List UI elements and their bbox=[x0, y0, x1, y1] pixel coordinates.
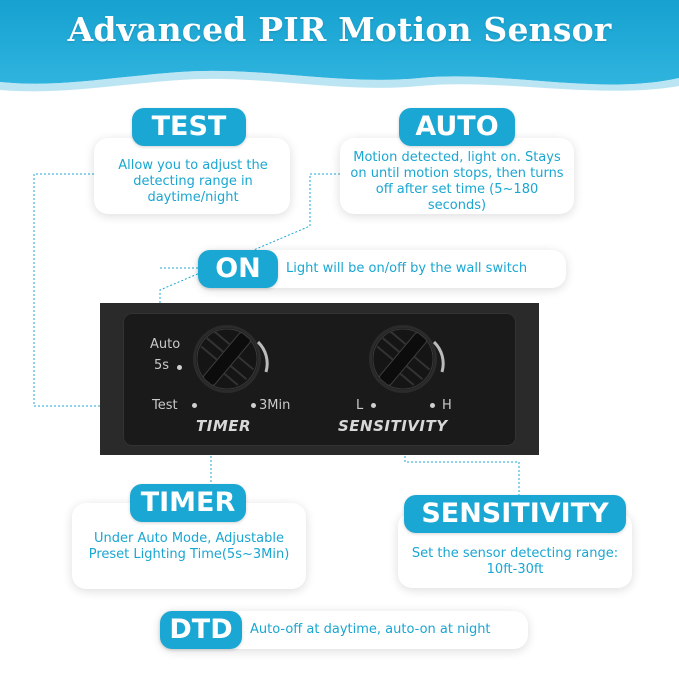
timer-dot-test bbox=[192, 403, 197, 408]
auto-description: Motion detected, light on. Stays on unti… bbox=[350, 150, 564, 213]
sensitivity-label: SENSITIVITY bbox=[404, 495, 626, 533]
sensitivity-dot-high bbox=[430, 403, 435, 408]
on-label: ON bbox=[198, 250, 278, 288]
timer-knob[interactable] bbox=[188, 320, 278, 400]
auto-card bbox=[340, 138, 574, 214]
timer-dial-label: TIMER bbox=[196, 417, 252, 435]
header-wave bbox=[0, 0, 679, 92]
sensitivity-description: Set the sensor detecting range: 10ft-30f… bbox=[411, 546, 619, 577]
dtd-label: DTD bbox=[160, 611, 242, 649]
header-banner: Advanced PIR Motion Sensor bbox=[0, 0, 679, 95]
timer-dot-5s bbox=[177, 365, 182, 370]
test-description: Allow you to adjust the detecting range … bbox=[118, 158, 268, 205]
control-face bbox=[123, 313, 516, 446]
page-title: Advanced PIR Motion Sensor bbox=[67, 10, 612, 49]
timer-description: Under Auto Mode, Adjustable Preset Light… bbox=[88, 531, 290, 562]
test-label: TEST bbox=[132, 108, 246, 146]
sensitivity-mark-low: L bbox=[356, 398, 364, 413]
timer-mark-3min: 3Min bbox=[259, 398, 291, 413]
on-description: Light will be on/off by the wall switch bbox=[286, 261, 528, 276]
auto-label: AUTO bbox=[399, 108, 515, 146]
sensitivity-knob[interactable] bbox=[364, 320, 454, 400]
timer-mark-test: Test bbox=[152, 398, 178, 413]
sensitivity-dial-label: SENSITIVITY bbox=[338, 417, 448, 435]
dtd-description: Auto-off at daytime, auto-on at night bbox=[250, 622, 491, 637]
timer-dot-3min bbox=[251, 403, 256, 408]
test-card bbox=[94, 138, 290, 214]
timer-label: TIMER bbox=[130, 484, 246, 522]
sensitivity-mark-high: H bbox=[442, 398, 452, 413]
timer-mark-auto: Auto bbox=[150, 337, 181, 352]
sensitivity-dot-low bbox=[371, 403, 376, 408]
timer-mark-5s: 5s bbox=[154, 358, 170, 373]
